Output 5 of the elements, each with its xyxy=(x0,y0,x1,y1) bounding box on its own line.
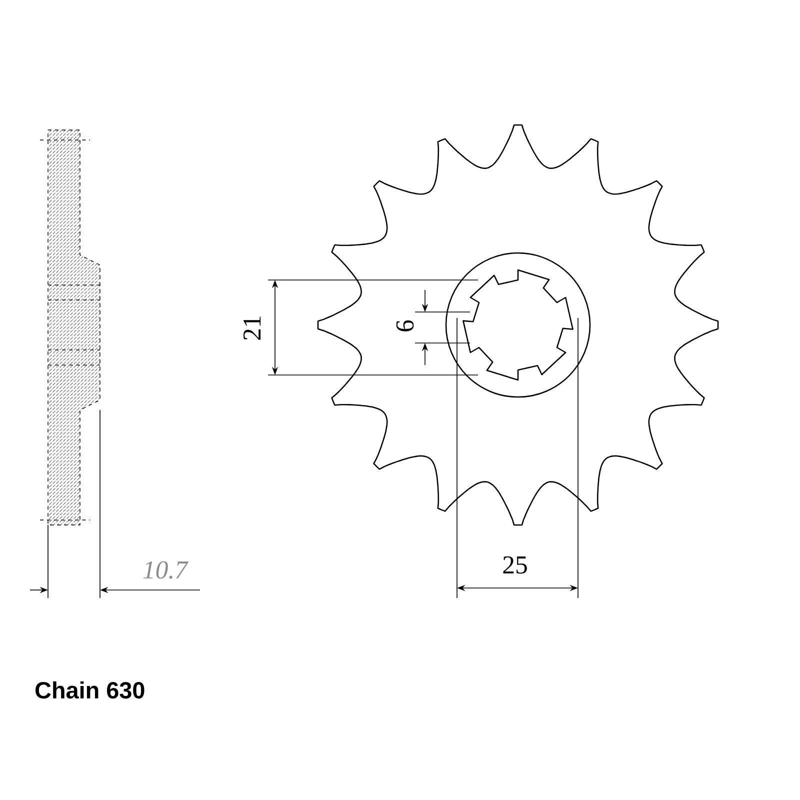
dimension-label: 21 xyxy=(243,316,261,340)
caption: Chain 630 xyxy=(36,681,144,699)
dimension-label: 6 xyxy=(396,320,414,332)
dimension-label: 25 xyxy=(503,556,527,574)
dimension-label: 10.7 xyxy=(143,561,188,579)
